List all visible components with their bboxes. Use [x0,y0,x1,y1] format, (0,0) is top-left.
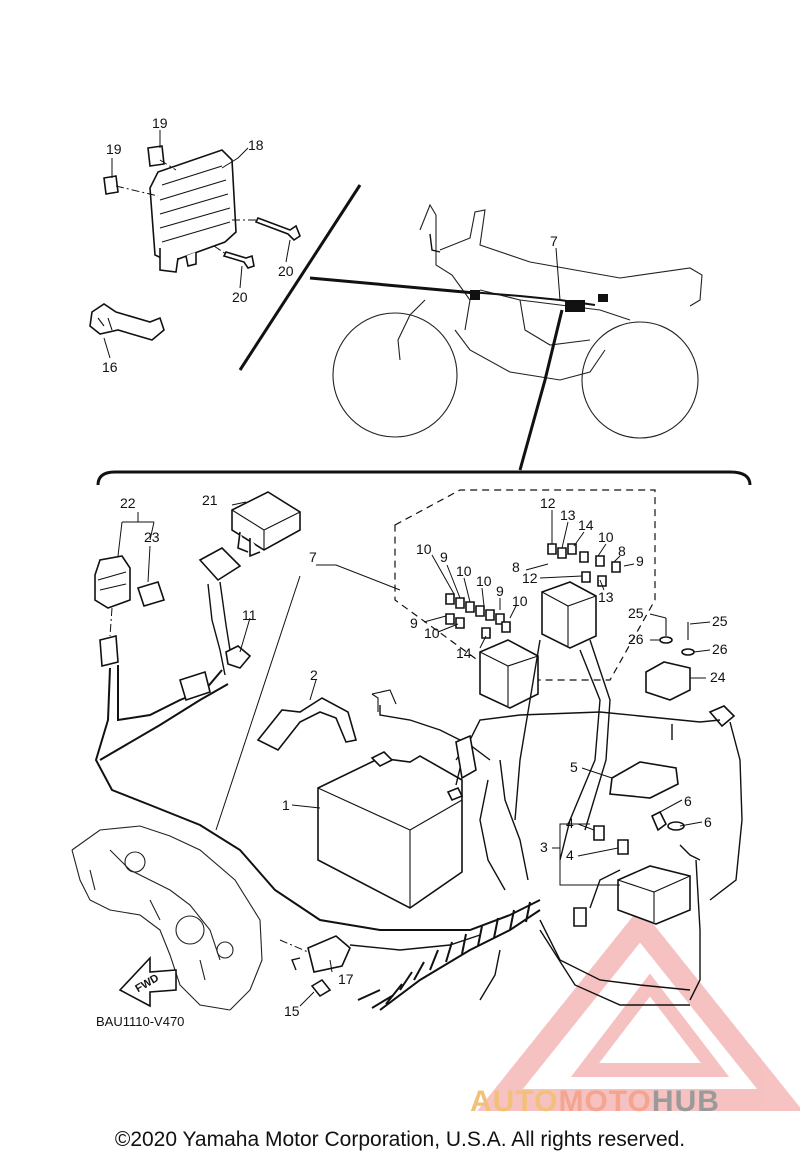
battery-band [256,697,358,752]
fuse-box-2 [479,639,539,709]
callout-15: 15 [284,1003,300,1019]
callout-9d: 9 [410,615,418,631]
callout-6a: 6 [684,793,692,809]
callout-3: 3 [540,839,548,855]
callout-4a: 4 [566,815,574,831]
diagram-part-code: BAU1110-V470 [96,1014,184,1029]
watermark-part-auto: AUTO [470,1085,559,1118]
starter-relay-assembly [573,810,691,927]
copyright-notice: ©2020 Yamaha Motor Corporation, U.S.A. A… [114,1128,686,1151]
callout-11: 11 [242,607,257,623]
terminal-cover [609,761,679,799]
motorcycle-outline [332,203,703,439]
leader-lines [103,130,711,1007]
callout-7b: 7 [309,549,317,565]
callout-9a: 9 [636,553,644,569]
callout-10b: 10 [416,541,432,557]
callout-16: 16 [102,359,118,375]
relay-socket [198,547,242,582]
watermark-part-moto: MOTO [558,1085,652,1118]
engine-outline [71,825,263,1011]
callout-12b: 12 [522,570,538,586]
callout-12a: 12 [540,495,556,511]
callout-2: 2 [310,667,318,683]
sensor-17 [279,935,351,998]
rectifier-regulator-group [89,145,301,341]
callout-24: 24 [710,669,726,685]
callout-10f: 10 [424,625,440,641]
watermark-wordmark: AUTOMOTOHUB [470,1085,720,1119]
callout-10a: 10 [598,529,614,545]
battery [317,751,464,909]
callout-10c: 10 [456,563,472,579]
callout-19b: 19 [106,141,122,157]
callout-13a: 13 [560,507,576,523]
section-bracket [96,470,752,486]
callout-4b: 4 [566,847,574,863]
callout-7a: 7 [550,233,558,249]
callout-1: 1 [282,797,290,813]
wire-harness [94,581,743,1011]
callout-14a: 14 [578,517,594,533]
callout-5: 5 [570,759,578,775]
callout-10d: 10 [476,573,492,589]
callout-8b: 8 [618,543,626,559]
callout-23: 23 [144,529,160,545]
fuse-box-region [394,489,656,681]
callout-26b: 26 [712,641,728,657]
callout-9c: 9 [496,583,504,599]
callout-14b: 14 [456,645,472,661]
callout-8a: 8 [512,559,520,575]
callout-25b: 25 [712,613,728,629]
callout-19a: 19 [152,115,168,131]
watermark-part-hub: HUB [651,1085,720,1118]
zoom-pointer [238,184,564,471]
starter-relay-24 [645,618,736,728]
callout-25a: 25 [628,605,644,621]
callout-20b: 20 [232,289,248,305]
fuse-set [445,543,621,639]
callout-13b: 13 [598,589,614,605]
clip-11 [225,645,252,669]
callout-9b: 9 [440,549,448,565]
callout-10e: 10 [512,593,528,609]
connector-22-23 [94,555,166,668]
fuse-box-1 [541,581,597,649]
watermark-logo [477,907,800,1111]
callout-6b: 6 [704,814,712,830]
callout-17: 17 [338,971,354,987]
callout-21: 21 [202,492,218,508]
callout-labels: 18 19 19 20 20 16 7 22 23 21 7 11 2 1 12… [96,115,728,1029]
callout-20a: 20 [278,263,294,279]
relay [231,491,301,558]
callout-18: 18 [248,137,264,153]
callout-22: 22 [120,495,136,511]
callout-26a: 26 [628,631,644,647]
